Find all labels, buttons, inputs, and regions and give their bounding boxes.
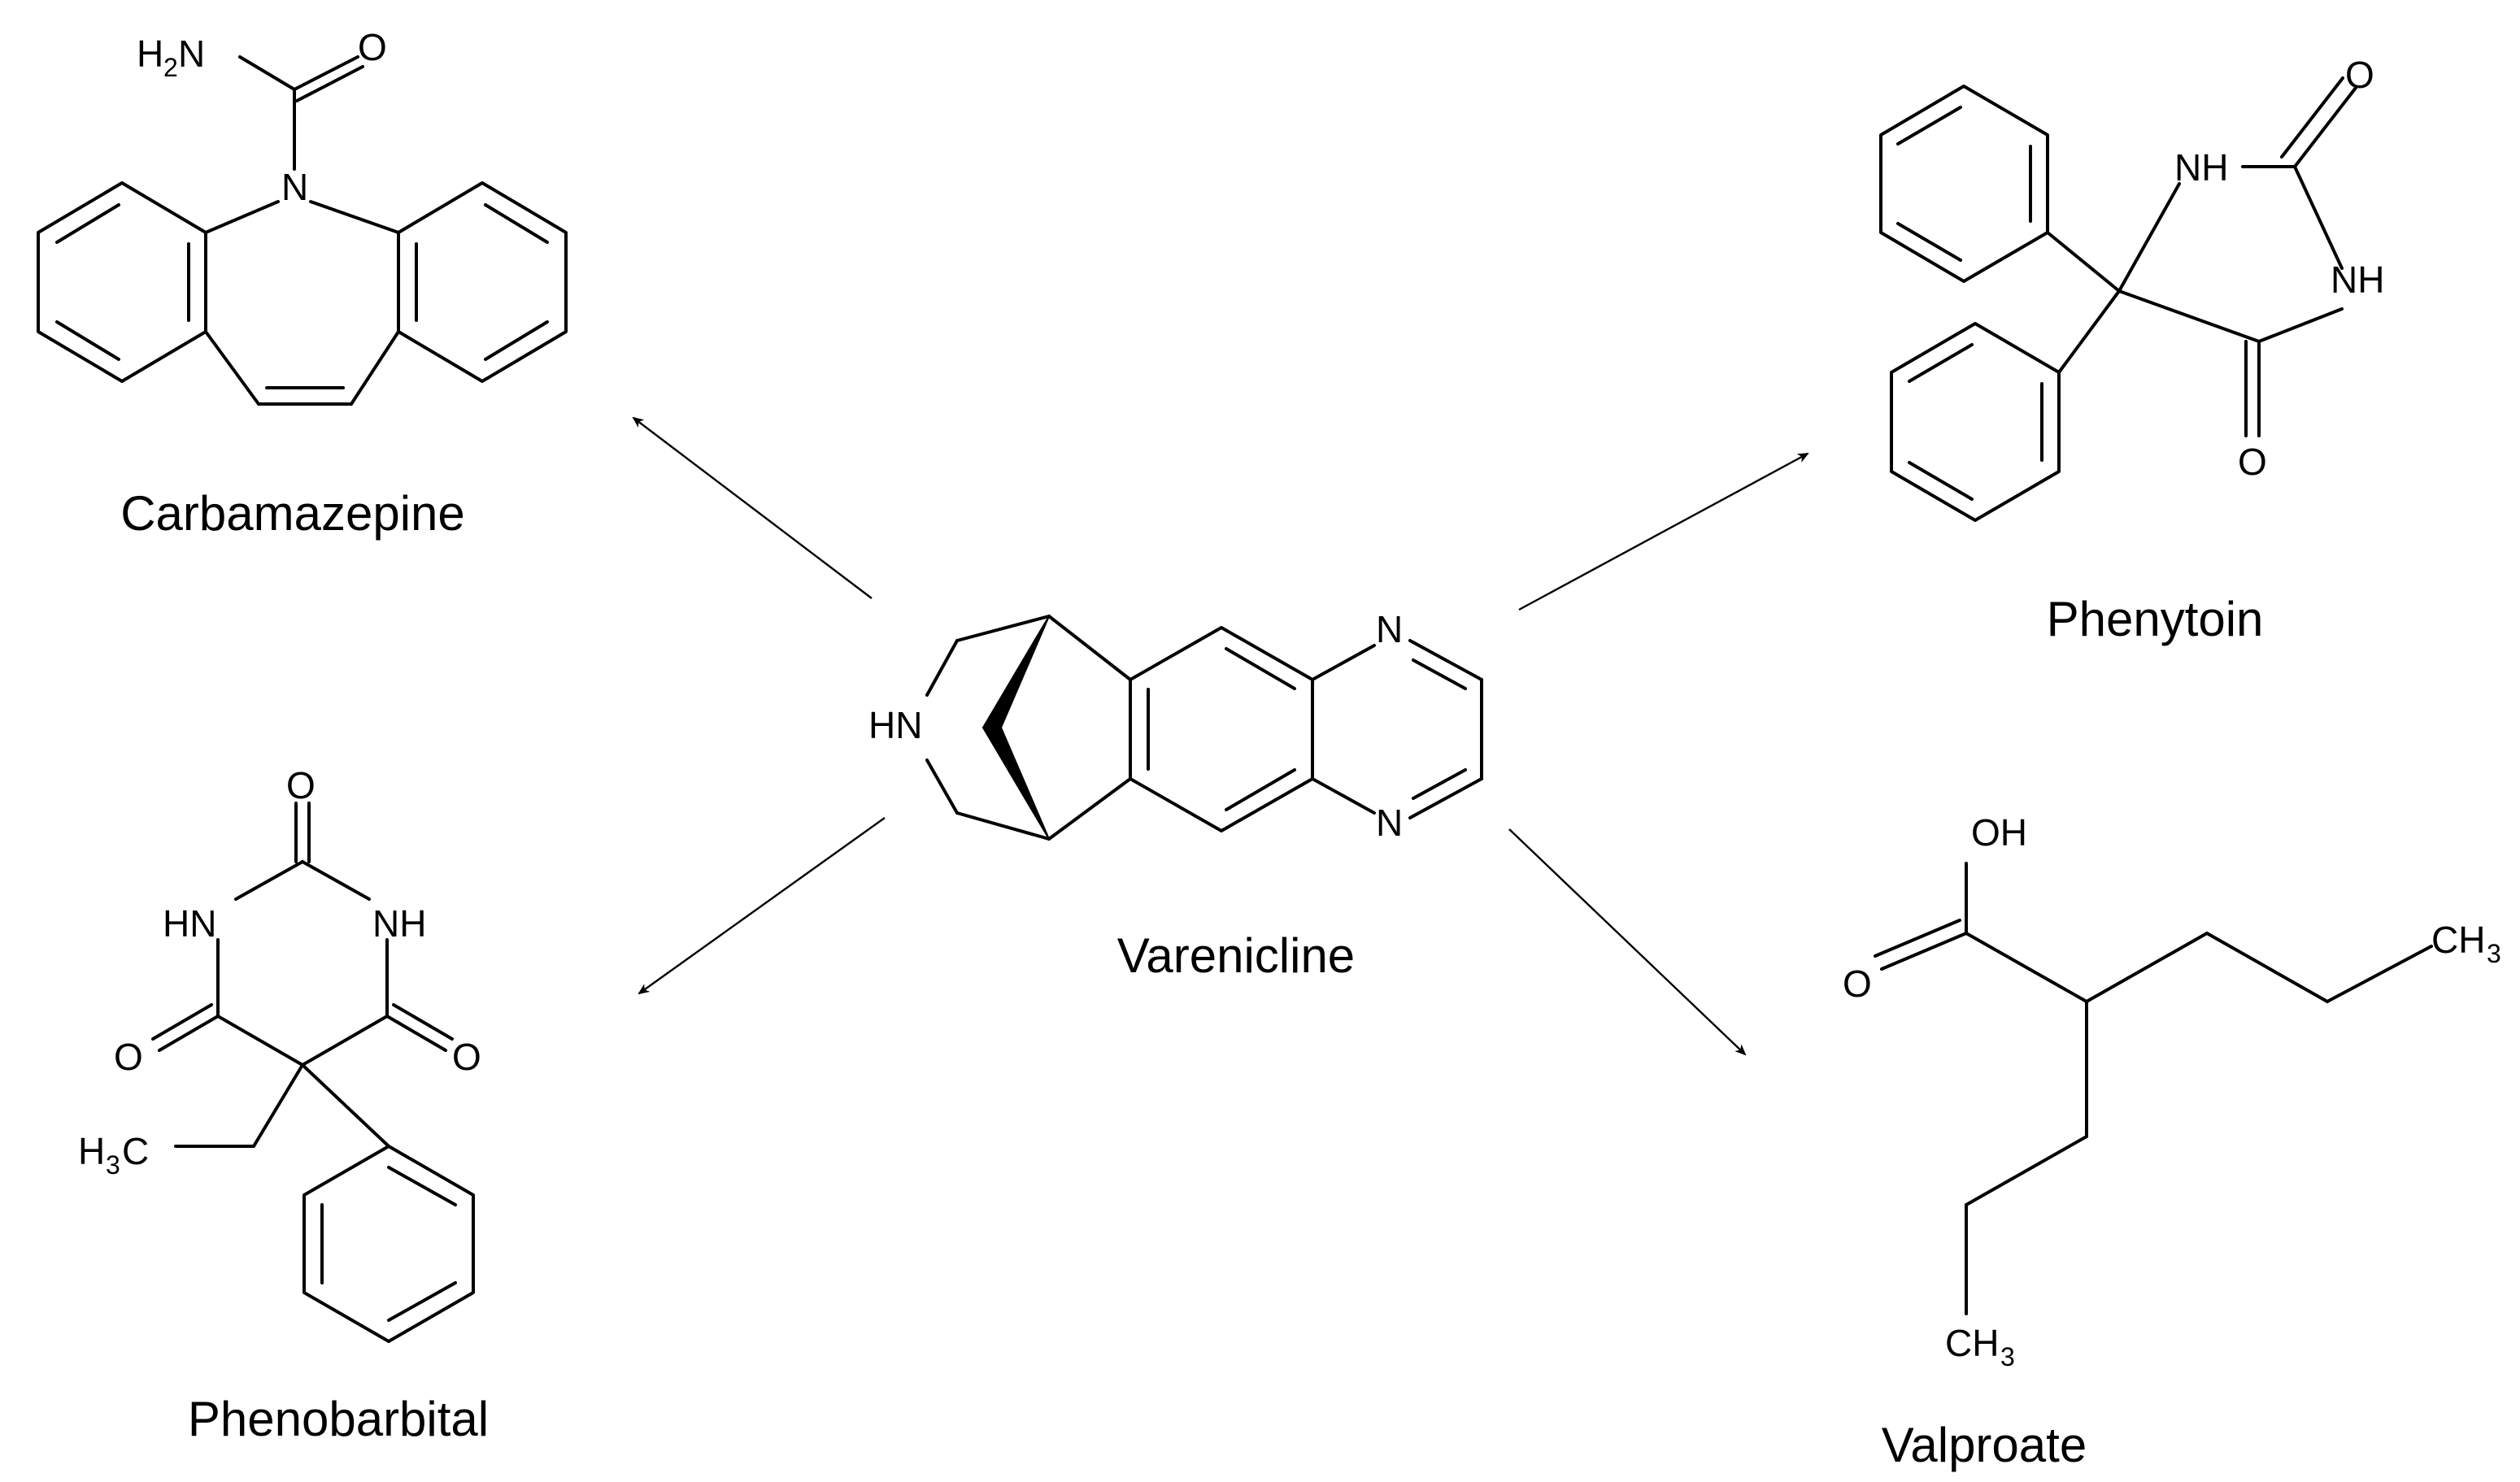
arrow-to-phenytoin (1518, 452, 1809, 611)
atom-o: O (2238, 441, 2267, 483)
reaction-arrows (632, 416, 1809, 1056)
atom-subscript: 2 (163, 53, 178, 82)
atom-nh: NH (372, 902, 426, 945)
phenytoin-structure: NH NH O O Phenytoin (1879, 54, 2384, 646)
atom-c: C (122, 1130, 149, 1172)
varenicline-structure: HN N N Varenicline (868, 608, 1483, 983)
carbamazepine-structure: H 2 N O N Carbamazepine (37, 26, 568, 541)
atom-oh: OH (1971, 811, 2027, 854)
atom-subscript: 3 (2487, 939, 2501, 968)
atom-subscript: 3 (2000, 1342, 2015, 1371)
atom-n: N (281, 166, 308, 208)
atom-nh: NH (2174, 146, 2228, 189)
atom-o: O (1843, 963, 1872, 1005)
molecule-name-phenytoin: Phenytoin (2047, 592, 2264, 646)
atom-n: N (1376, 802, 1403, 844)
atom-ch: CH (1945, 1322, 1999, 1364)
arrow-to-valproate (1508, 828, 1747, 1056)
molecule-name-varenicline: Varenicline (1117, 928, 1355, 983)
atom-n: N (178, 33, 205, 75)
molecule-name-carbamazepine: Carbamazepine (120, 486, 465, 541)
atom-ch: CH (2431, 919, 2485, 961)
atom-hn: HN (868, 704, 922, 746)
atom-n: N (1376, 608, 1403, 650)
atom-h: H (137, 33, 163, 75)
phenobarbital-structure: O HN NH O O H 3 C Phenobarbital (78, 764, 489, 1446)
atom-o: O (2345, 54, 2374, 96)
atom-nh: NH (2331, 259, 2384, 301)
atom-o: O (114, 1036, 143, 1078)
arrow-to-phenobarbital (638, 817, 886, 995)
atom-subscript: 3 (106, 1150, 120, 1180)
atom-o: O (452, 1036, 481, 1078)
arrow-to-carbamazepine (632, 416, 873, 599)
valproate-structure: OH O CH 3 CH 3 Valproate (1843, 811, 2501, 1472)
atom-o: O (358, 26, 387, 68)
atom-o: O (286, 764, 316, 806)
molecule-name-phenobarbital: Phenobarbital (188, 1392, 489, 1446)
molecule-name-valproate: Valproate (1882, 1418, 2087, 1472)
atom-hn: HN (163, 902, 216, 945)
atom-h: H (78, 1130, 105, 1172)
